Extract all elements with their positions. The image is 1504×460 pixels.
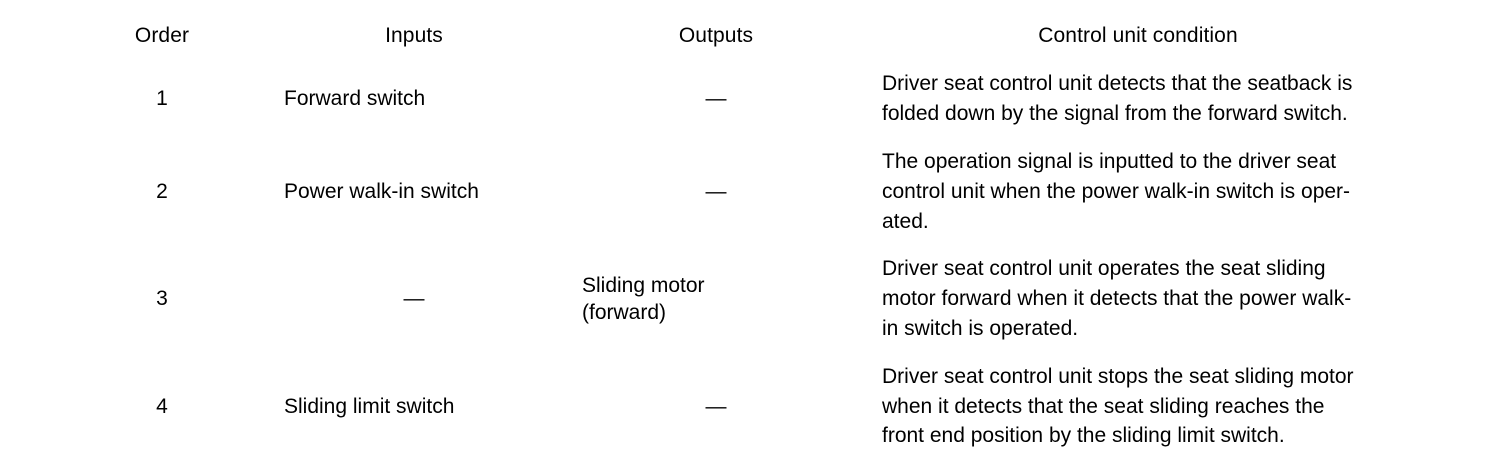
em-dash-placeholder: — [705, 179, 727, 203]
outputs-value: — [566, 387, 866, 426]
inputs-value: — [262, 279, 566, 318]
column-header-inputs: Inputs [262, 13, 566, 60]
order-value: 1 [156, 87, 168, 111]
cell-inputs: Power walk-in switch [262, 138, 566, 245]
condition-line: ated. [882, 209, 929, 233]
cell-control-unit-condition: Driver seat control unit stops the seat … [866, 353, 1410, 460]
inputs-value: Power walk-in switch [284, 179, 479, 203]
condition-line: front end position by the sliding limit … [882, 424, 1285, 448]
cell-order: 3 [62, 245, 262, 352]
condition-value: Driver seat control unit stops the seat … [866, 353, 1410, 460]
cell-control-unit-condition: Driver seat control unit detects that th… [866, 60, 1410, 138]
condition-line: when it detects that the seat sliding re… [882, 394, 1325, 418]
cell-order: 1 [62, 60, 262, 138]
cell-inputs: Forward switch [262, 60, 566, 138]
condition-line: control unit when the power walk-in swit… [882, 179, 1351, 203]
outputs-line: (forward) [582, 301, 667, 325]
column-header-control-unit-condition: Control unit condition [866, 13, 1410, 60]
cell-order: 2 [62, 138, 262, 245]
cell-order: 4 [62, 353, 262, 460]
condition-value: The operation signal is inputted to the … [866, 138, 1410, 245]
table-header-row: Order Inputs Outputs Control unit condit… [62, 13, 1410, 60]
table-header: Order Inputs Outputs Control unit condit… [62, 13, 1410, 60]
condition-value: Driver seat control unit operates the se… [866, 245, 1410, 352]
cell-inputs: Sliding limit switch [262, 353, 566, 460]
condition-line: folded down by the signal from the forwa… [882, 102, 1348, 126]
table-row: 2 Power walk-in switch — The operation s… [62, 138, 1410, 245]
cell-outputs: — [566, 60, 866, 138]
cell-outputs: Sliding motor (forward) [566, 245, 866, 352]
outputs-value: — [566, 172, 866, 211]
table-row: 1 Forward switch — Driver seat control u… [62, 60, 1410, 138]
cell-control-unit-condition: The operation signal is inputted to the … [866, 138, 1410, 245]
em-dash-placeholder: — [705, 394, 727, 418]
condition-line: The operation signal is inputted to the … [882, 149, 1337, 173]
column-header-control-unit-condition-label: Control unit condition [1038, 24, 1238, 47]
outputs-value: — [566, 79, 866, 118]
em-dash-placeholder: — [403, 287, 425, 311]
table-body: 1 Forward switch — Driver seat control u… [62, 60, 1410, 460]
column-header-order-label: Order [134, 24, 190, 47]
outputs-line: Sliding motor [582, 273, 705, 297]
table-row: 3 — Sliding motor (forward) Driver seat … [62, 245, 1410, 352]
cell-outputs: — [566, 353, 866, 460]
order-value: 4 [156, 394, 168, 418]
inputs-value: Sliding limit switch [284, 394, 455, 418]
condition-line: Driver seat control unit stops the seat … [882, 364, 1354, 388]
column-header-outputs-label: Outputs [678, 24, 754, 47]
condition-line: Driver seat control unit operates the se… [882, 257, 1326, 281]
table-row: 4 Sliding limit switch — Driver seat con… [62, 353, 1410, 460]
column-header-outputs: Outputs [566, 13, 866, 60]
order-value: 3 [156, 287, 168, 311]
cell-control-unit-condition: Driver seat control unit operates the se… [866, 245, 1410, 352]
condition-line: in switch is operated. [882, 316, 1079, 340]
cell-outputs: — [566, 138, 866, 245]
operation-sequence-table: Order Inputs Outputs Control unit condit… [62, 13, 1410, 460]
em-dash-placeholder: — [705, 87, 727, 111]
page-canvas: Order Inputs Outputs Control unit condit… [134, 24, 1354, 448]
column-header-inputs-label: Inputs [385, 24, 443, 47]
outputs-value: Sliding motor (forward) [566, 266, 866, 333]
inputs-value: Forward switch [284, 87, 426, 111]
condition-value: Driver seat control unit detects that th… [866, 60, 1410, 138]
column-header-order: Order [62, 13, 262, 60]
condition-line: Driver seat control unit detects that th… [882, 72, 1353, 96]
order-value: 2 [156, 179, 168, 203]
condition-line: motor forward when it detects that the p… [882, 287, 1352, 311]
cell-inputs: — [262, 245, 566, 352]
